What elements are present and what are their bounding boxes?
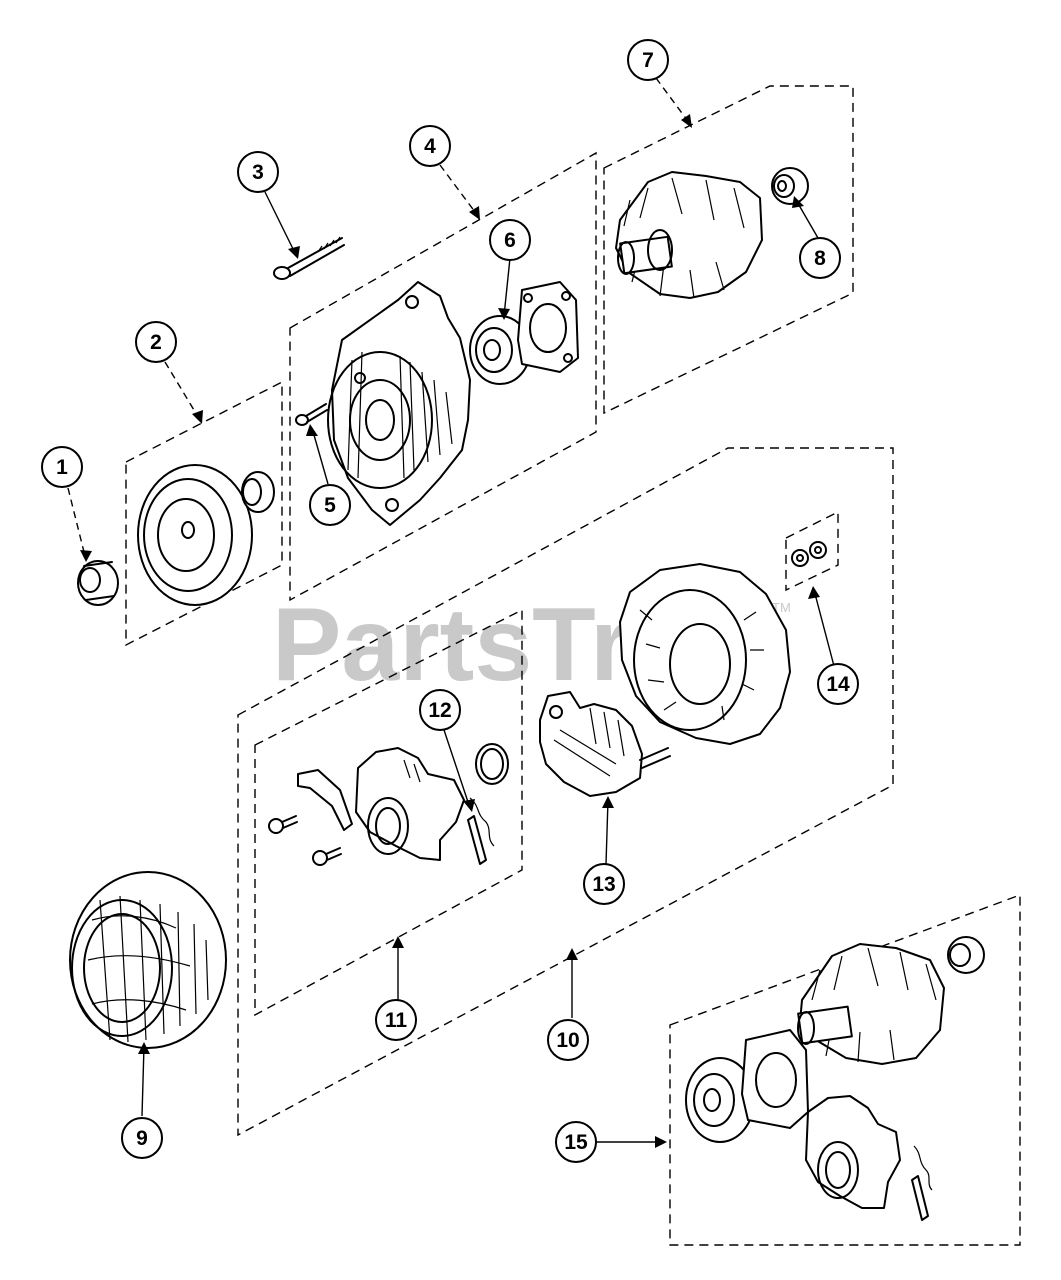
callout-label: 10 (556, 1029, 579, 1052)
callout-label: 2 (150, 331, 162, 354)
callout-5[interactable]: 5 (309, 484, 351, 526)
callout-label: 14 (826, 673, 850, 696)
callout-13[interactable]: 13 (583, 863, 625, 905)
callout-label: 7 (642, 49, 654, 72)
callout-7[interactable]: 7 (627, 39, 669, 81)
part-rear-housing (619, 563, 791, 745)
callout-15[interactable]: 15 (555, 1121, 597, 1163)
part-bearing (469, 281, 579, 385)
group-box-14 (785, 510, 839, 592)
callout-label: 11 (385, 1009, 408, 1032)
group-box-15 (669, 893, 1021, 1246)
callout-8[interactable]: 8 (799, 237, 841, 279)
callout-2[interactable]: 2 (135, 321, 177, 363)
group-box-11 (254, 608, 523, 1017)
part-nuts (791, 541, 827, 567)
part-rotor (615, 171, 763, 299)
group-box-4 (289, 151, 597, 602)
callout-label: 1 (56, 456, 68, 479)
callout-label: 13 (592, 873, 615, 896)
part-kit (685, 936, 985, 1221)
leader-lines (67, 77, 835, 1148)
callout-10[interactable]: 10 (547, 1019, 589, 1061)
callout-label: 8 (814, 247, 826, 270)
callout-9[interactable]: 9 (121, 1117, 163, 1159)
callout-12[interactable]: 12 (419, 689, 461, 731)
part-stator (69, 871, 227, 1049)
callout-6[interactable]: 6 (489, 219, 531, 261)
callout-label: 15 (564, 1131, 588, 1154)
part-nut (77, 560, 119, 606)
callout-4[interactable]: 4 (409, 125, 451, 167)
callout-14[interactable]: 14 (817, 663, 859, 705)
part-retainer-ring (475, 743, 509, 785)
callout-label: 12 (428, 699, 451, 722)
part-regulator (268, 747, 465, 866)
part-rear-bearing (771, 167, 809, 205)
part-screw (295, 403, 328, 426)
callout-label: 4 (424, 135, 436, 158)
part-pulley (137, 464, 275, 606)
callout-label: 6 (504, 229, 516, 252)
callout-label: 3 (252, 161, 264, 184)
group-box-10 (237, 447, 894, 1137)
callout-11[interactable]: 11 (375, 999, 417, 1041)
part-bolt (273, 236, 345, 280)
part-brush (467, 797, 495, 865)
part-front-housing (327, 281, 471, 526)
group-box-7 (603, 85, 854, 415)
callout-label: 5 (324, 494, 336, 517)
part-rectifier (539, 691, 671, 797)
callout-label: 9 (136, 1127, 148, 1150)
callout-1[interactable]: 1 (41, 446, 83, 488)
callout-3[interactable]: 3 (237, 151, 279, 193)
